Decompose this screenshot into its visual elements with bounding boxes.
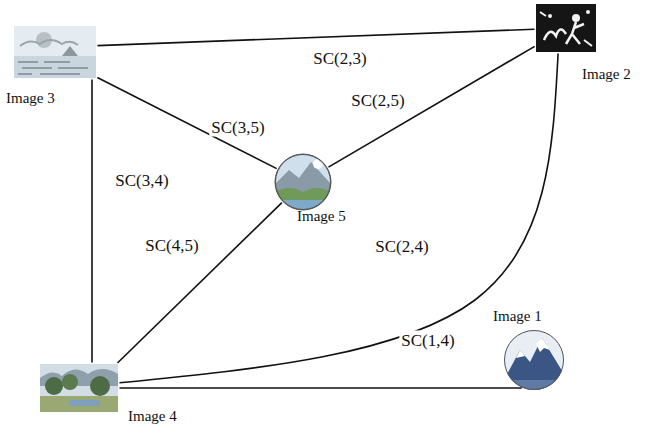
circle-outline: [504, 330, 564, 390]
connector-line: [119, 53, 558, 382]
image-circle: Image 1: [504, 330, 564, 390]
edge-label: SC(2,4): [373, 237, 430, 256]
connector-line: [117, 203, 281, 363]
edge-label: SC(1,4): [399, 331, 456, 350]
circle-outline: [275, 154, 331, 210]
image-caption: Image 2: [582, 66, 631, 83]
image-circle: Image 5: [275, 154, 331, 210]
landscape-thumbnail: [14, 26, 96, 78]
connector-line: [91, 80, 93, 363]
figures-thumbnail: [536, 4, 596, 52]
edge-label: SC(2,3): [311, 49, 368, 68]
image-caption: Image 1: [493, 308, 542, 325]
image-box: Image 2: [536, 4, 596, 52]
edge-label: SC(3,5): [209, 118, 266, 137]
trees-thumbnail: [40, 364, 118, 412]
mountain-thumbnail: [504, 330, 564, 390]
connector-line: [97, 78, 276, 169]
edge-label: SC(3,4): [113, 171, 170, 190]
edge-label: SC(4,5): [143, 236, 200, 255]
image-box: Image 3: [14, 26, 96, 78]
connector-line: [97, 29, 534, 45]
connector-line: [120, 387, 522, 389]
edge-label: SC(2,5): [349, 91, 406, 110]
image-caption: Image 3: [6, 90, 55, 107]
image-caption: Image 4: [128, 408, 177, 425]
hills-thumbnail: [275, 154, 331, 210]
image-caption: Image 5: [297, 208, 346, 225]
image-box: Image 4: [40, 364, 118, 412]
